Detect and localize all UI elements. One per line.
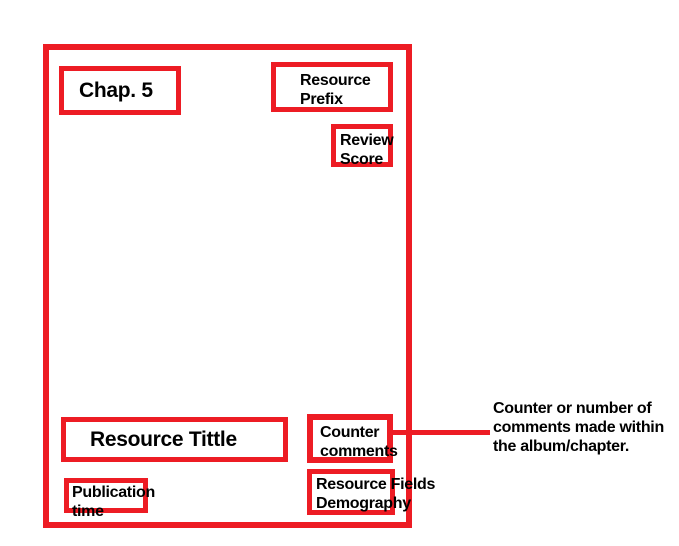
- resource-title-label: Resource Tittle: [90, 427, 237, 451]
- resource-prefix-box: Resource Prefix: [271, 62, 393, 112]
- resource-fields-demography-box: Resource Fields Demography: [307, 469, 435, 515]
- counter-comments-box: Counter comments: [307, 414, 398, 463]
- resource-title-box: Resource Tittle: [61, 417, 288, 462]
- chapter-number-box: Chap. 5: [59, 66, 181, 115]
- chapter-number-label: Chap. 5: [79, 78, 153, 102]
- publication-time-label: Publication time: [72, 484, 155, 520]
- resource-prefix-label: Resource Prefix: [300, 72, 371, 108]
- review-score-label: Review Score: [340, 132, 394, 168]
- resource-fields-demography-label: Resource Fields Demography: [316, 476, 436, 512]
- review-score-box: Review Score: [331, 124, 394, 168]
- counter-comments-note: Counter or number of comments made withi…: [493, 400, 664, 455]
- publication-time-box: Publication time: [64, 478, 155, 520]
- callout-connector-line: [391, 430, 490, 435]
- chapter-page-outline: [43, 44, 412, 528]
- counter-comments-label: Counter comments: [320, 424, 398, 460]
